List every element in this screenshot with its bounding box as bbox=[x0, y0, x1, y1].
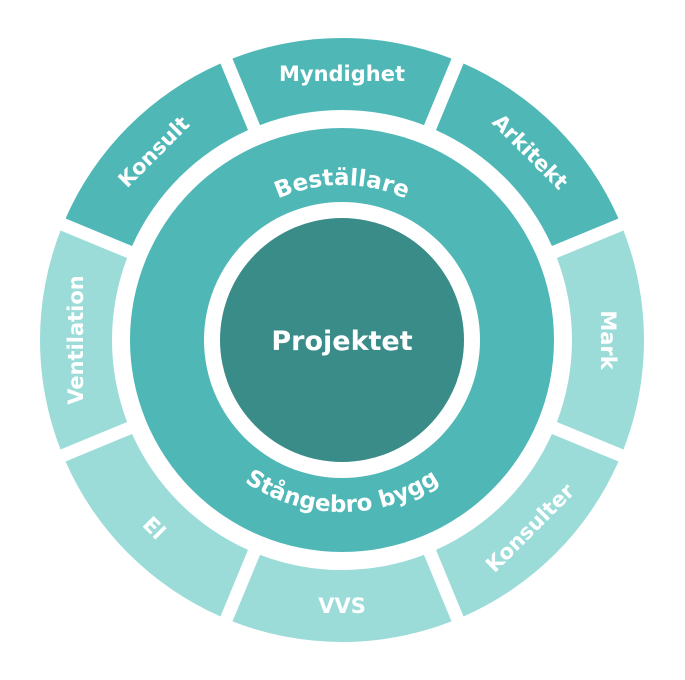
segment-el bbox=[65, 433, 249, 617]
outer-ring: MyndighetArkitektMarkKonsulterVVSElVenti… bbox=[40, 38, 644, 642]
segment-vvs bbox=[232, 554, 452, 642]
center-label: Projektet bbox=[271, 326, 412, 357]
segment-myndighet bbox=[232, 38, 452, 126]
segment-konsulter bbox=[435, 433, 619, 617]
segment-label-myndighet: Myndighet bbox=[279, 62, 405, 86]
segment-label-mark: Mark bbox=[596, 310, 620, 370]
center-circle bbox=[220, 218, 464, 462]
segment-arkitekt bbox=[435, 63, 619, 247]
segment-label-vvs: VVS bbox=[318, 594, 366, 618]
segment-konsult bbox=[65, 63, 249, 247]
segment-label-ventilation: Ventilation bbox=[64, 275, 88, 405]
segment-ventilation bbox=[40, 230, 128, 450]
segment-mark bbox=[556, 230, 644, 450]
